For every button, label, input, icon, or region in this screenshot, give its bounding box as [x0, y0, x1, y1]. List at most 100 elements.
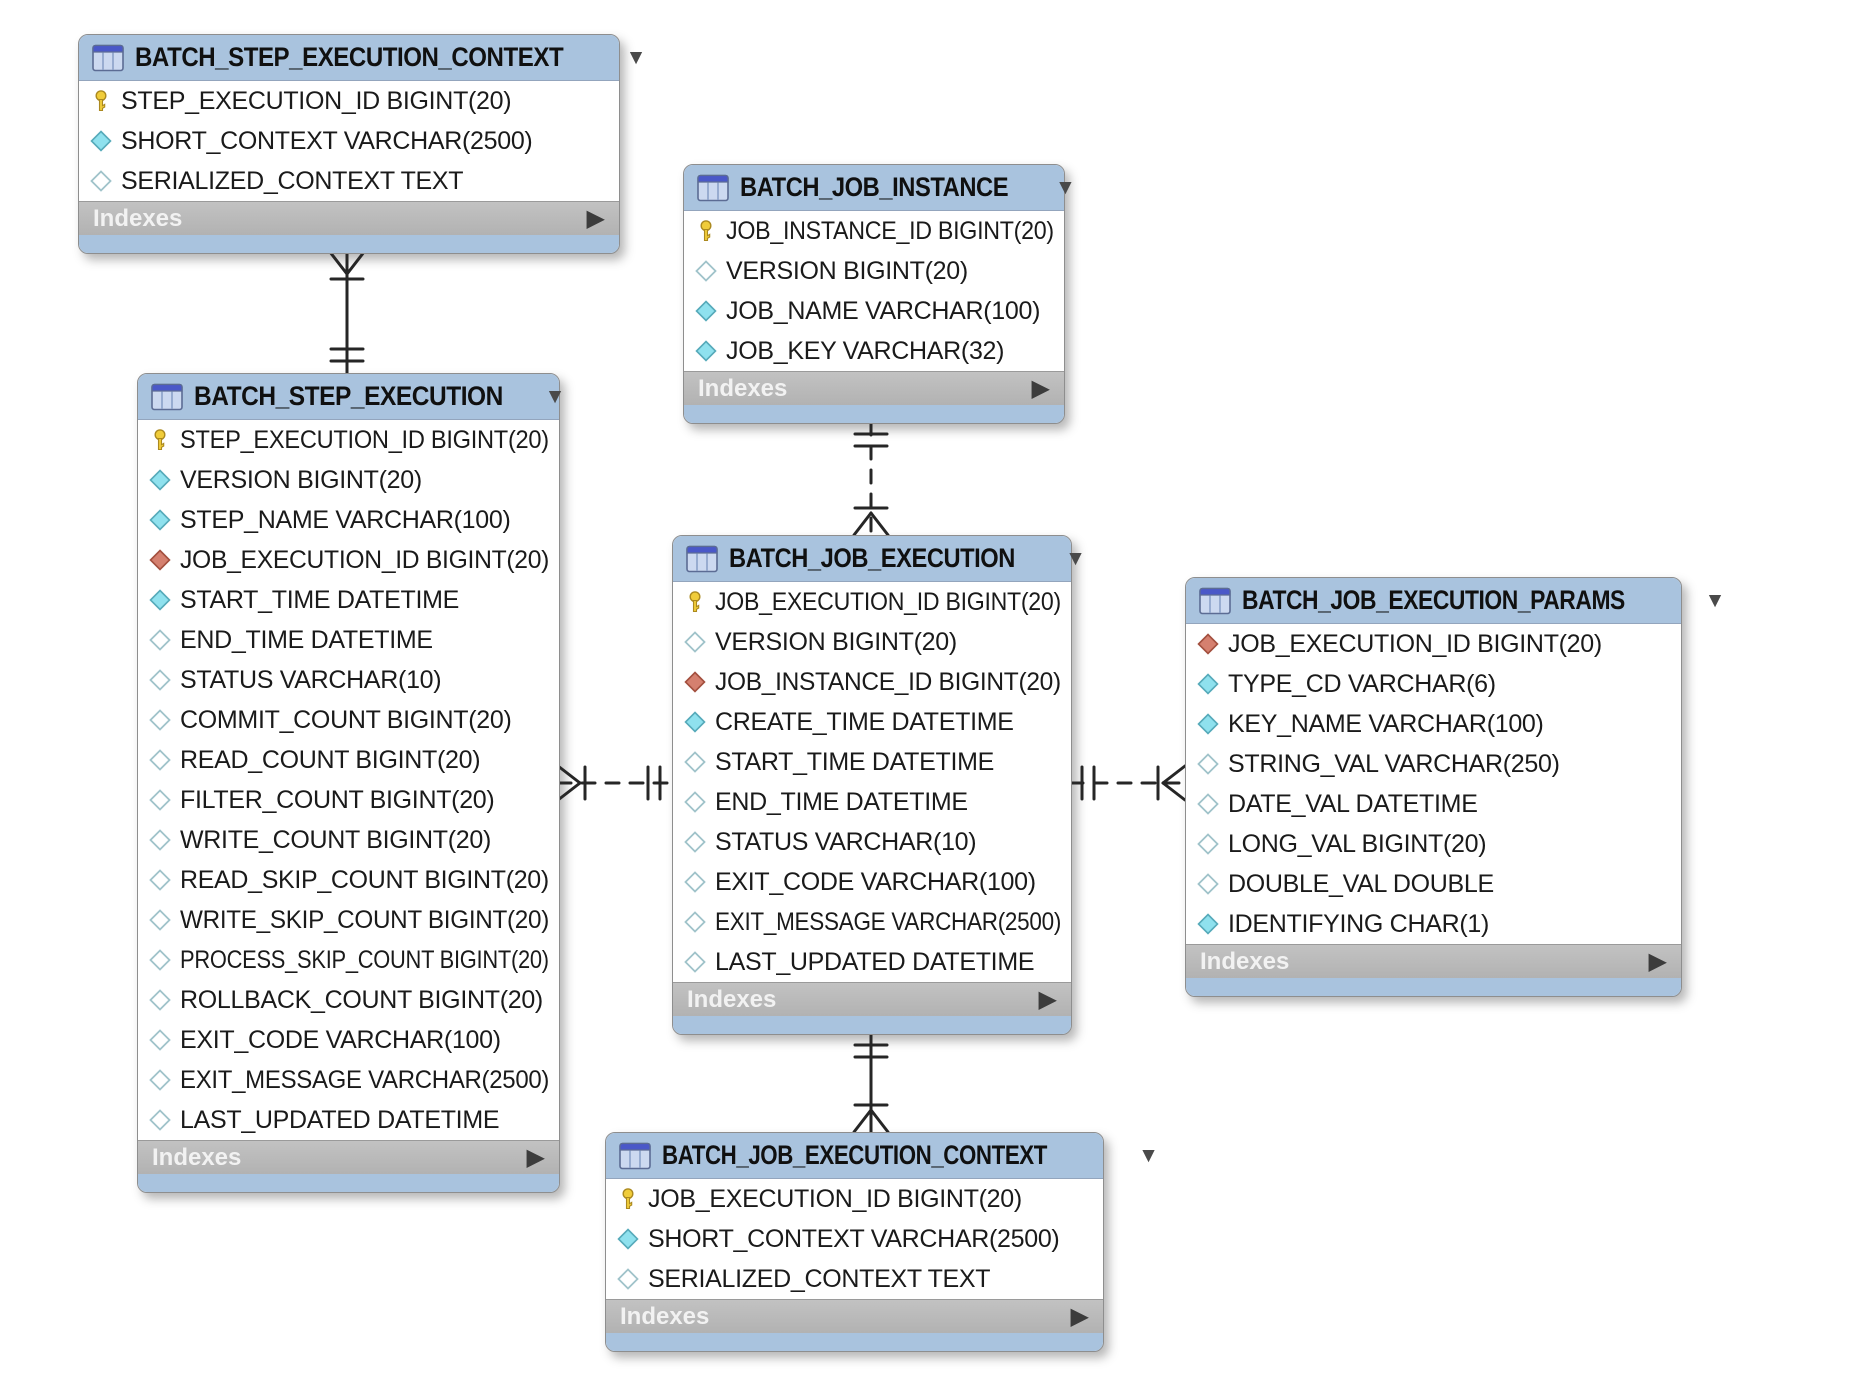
indexes-footer[interactable]: Indexes▶	[79, 201, 619, 235]
column-row[interactable]: EXIT_MESSAGE VARCHAR(2500)	[673, 902, 1071, 942]
column-row[interactable]: LAST_UPDATED DATETIME	[138, 1100, 559, 1140]
relationship-step-execution-context--step-execution[interactable]	[328, 250, 366, 375]
column-row[interactable]: JOB_INSTANCE_ID BIGINT(20)	[684, 211, 1064, 251]
column-row[interactable]: VERSION BIGINT(20)	[673, 622, 1071, 662]
column-row[interactable]: SERIALIZED_CONTEXT TEXT	[606, 1259, 1103, 1299]
column-row[interactable]: CREATE_TIME DATETIME	[673, 702, 1071, 742]
collapse-arrow-icon[interactable]: ▼	[1704, 589, 1726, 612]
column-row[interactable]: JOB_KEY VARCHAR(32)	[684, 331, 1064, 371]
column-row[interactable]: READ_SKIP_COUNT BIGINT(20)	[138, 860, 559, 900]
table-batch-step-execution-context[interactable]: BATCH_STEP_EXECUTION_CONTEXT ▼ STEP_EXECUT…	[78, 34, 646, 254]
relationship-job-execution--job-execution-context[interactable]	[852, 1031, 890, 1134]
expand-arrow-icon[interactable]: ▶	[1031, 374, 1050, 402]
column-row[interactable]: PROCESS_SKIP_COUNT BIGINT(20)	[138, 940, 559, 980]
table-bottom-strip	[138, 1174, 559, 1192]
table-batch-job-execution-context[interactable]: BATCH_JOB_EXECUTION_CONTEXT▼JOB_EXECUTIO…	[605, 1132, 1159, 1352]
column-row[interactable]: END_TIME DATETIME	[673, 782, 1071, 822]
column-row[interactable]: STEP_EXECUTION_ID BIGINT(20)	[79, 81, 619, 121]
nullable-diamond-icon	[148, 1068, 172, 1092]
column-label: READ_SKIP_COUNT BIGINT(20)	[180, 865, 549, 894]
column-row[interactable]: START_TIME DATETIME	[673, 742, 1071, 782]
table-header[interactable]: BATCH_JOB_EXECUTION_CONTEXT▼	[606, 1133, 1159, 1179]
column-row[interactable]: JOB_EXECUTION_ID BIGINT(20)	[138, 540, 559, 580]
column-row[interactable]: SHORT_CONTEXT VARCHAR(2500)	[606, 1219, 1103, 1259]
column-row[interactable]: IDENTIFYING CHAR(1)	[1186, 904, 1681, 944]
table-header[interactable]: BATCH_STEP_EXECUTION_CONTEXT ▼	[79, 35, 646, 81]
column-label: JOB_EXECUTION_ID BIGINT(20)	[180, 545, 550, 574]
column-row[interactable]: VERSION BIGINT(20)	[684, 251, 1064, 291]
table-batch-step-execution[interactable]: BATCH_STEP_EXECUTION▼STEP_EXECUTION_ID B…	[137, 373, 565, 1193]
column-row[interactable]: START_TIME DATETIME	[138, 580, 559, 620]
table-header[interactable]: BATCH_JOB_EXECUTION_PARAMS▼	[1186, 578, 1725, 624]
table-bottom-strip	[606, 1333, 1103, 1351]
not-null-diamond-icon	[1196, 712, 1220, 736]
column-row[interactable]: STRING_VAL VARCHAR(250)	[1186, 744, 1681, 784]
table-bottom-strip	[79, 235, 619, 253]
nullable-diamond-icon	[683, 750, 707, 774]
table-batch-job-execution[interactable]: BATCH_JOB_EXECUTION▼JOB_EXECUTION_ID BIG…	[672, 535, 1086, 1035]
column-row[interactable]: KEY_NAME VARCHAR(100)	[1186, 704, 1681, 744]
indexes-footer[interactable]: Indexes▶	[684, 371, 1064, 405]
columns-list: STEP_EXECUTION_ID BIGINT(20)SHORT_CONTEX…	[79, 81, 619, 201]
column-label: DOUBLE_VAL DOUBLE	[1228, 869, 1494, 898]
indexes-footer[interactable]: Indexes▶	[138, 1140, 559, 1174]
column-row[interactable]: DOUBLE_VAL DOUBLE	[1186, 864, 1681, 904]
collapse-arrow-icon[interactable]: ▼	[1065, 547, 1086, 570]
column-row[interactable]: STEP_NAME VARCHAR(100)	[138, 500, 559, 540]
indexes-footer[interactable]: Indexes▶	[606, 1299, 1103, 1333]
column-row[interactable]: JOB_EXECUTION_ID BIGINT(20)	[1186, 624, 1681, 664]
table-batch-job-execution-params[interactable]: BATCH_JOB_EXECUTION_PARAMS▼JOB_EXECUTION…	[1185, 577, 1725, 997]
column-row[interactable]: JOB_INSTANCE_ID BIGINT(20)	[673, 662, 1071, 702]
collapse-arrow-icon[interactable]: ▼	[625, 46, 647, 69]
column-row[interactable]: READ_COUNT BIGINT(20)	[138, 740, 559, 780]
column-row[interactable]: EXIT_CODE VARCHAR(100)	[673, 862, 1071, 902]
relationship-job-execution--job-execution-params[interactable]	[1068, 764, 1187, 802]
expand-arrow-icon[interactable]: ▶	[1070, 1302, 1089, 1330]
relationship-step-execution--job-execution[interactable]	[556, 764, 674, 802]
column-label: PROCESS_SKIP_COUNT BIGINT(20)	[180, 945, 549, 974]
expand-arrow-icon[interactable]: ▶	[586, 204, 605, 232]
column-row[interactable]: LAST_UPDATED DATETIME	[673, 942, 1071, 982]
column-row[interactable]: END_TIME DATETIME	[138, 620, 559, 660]
column-row[interactable]: WRITE_COUNT BIGINT(20)	[138, 820, 559, 860]
column-row[interactable]: SHORT_CONTEXT VARCHAR(2500)	[79, 121, 619, 161]
table-title: BATCH_STEP_EXECUTION_CONTEXT	[135, 42, 564, 72]
expand-arrow-icon[interactable]: ▶	[1648, 947, 1667, 975]
nullable-diamond-icon	[1196, 872, 1220, 896]
column-row[interactable]: VERSION BIGINT(20)	[138, 460, 559, 500]
column-row[interactable]: JOB_EXECUTION_ID BIGINT(20)	[673, 582, 1071, 622]
column-row[interactable]: TYPE_CD VARCHAR(6)	[1186, 664, 1681, 704]
indexes-label: Indexes	[1200, 947, 1290, 975]
column-row[interactable]: EXIT_MESSAGE VARCHAR(2500)	[138, 1060, 559, 1100]
table-batch-job-instance[interactable]: BATCH_JOB_INSTANCE▼JOB_INSTANCE_ID BIGIN…	[683, 164, 1076, 424]
column-row[interactable]: ROLLBACK_COUNT BIGINT(20)	[138, 980, 559, 1020]
column-label: VERSION BIGINT(20)	[180, 465, 422, 494]
column-row[interactable]: FILTER_COUNT BIGINT(20)	[138, 780, 559, 820]
collapse-arrow-icon[interactable]: ▼	[1055, 176, 1076, 199]
not-null-diamond-icon	[1196, 672, 1220, 696]
table-header[interactable]: BATCH_JOB_EXECUTION▼	[673, 536, 1086, 582]
key-icon	[148, 428, 172, 452]
column-row[interactable]: COMMIT_COUNT BIGINT(20)	[138, 700, 559, 740]
indexes-footer[interactable]: Indexes ▶	[1186, 944, 1681, 978]
column-row[interactable]: WRITE_SKIP_COUNT BIGINT(20)	[138, 900, 559, 940]
column-row[interactable]: JOB_NAME VARCHAR(100)	[684, 291, 1064, 331]
table-icon	[685, 544, 719, 574]
collapse-arrow-icon[interactable]: ▼	[1138, 1144, 1159, 1167]
column-row[interactable]: SERIALIZED_CONTEXT TEXT	[79, 161, 619, 201]
column-row[interactable]: LONG_VAL BIGINT(20)	[1186, 824, 1681, 864]
expand-arrow-icon[interactable]: ▶	[526, 1143, 545, 1171]
column-label: START_TIME DATETIME	[180, 585, 460, 614]
indexes-footer[interactable]: Indexes▶	[673, 982, 1071, 1016]
relationship-job-instance--job-execution[interactable]	[852, 420, 890, 537]
expand-arrow-icon[interactable]: ▶	[1038, 985, 1057, 1013]
collapse-arrow-icon[interactable]: ▼	[544, 385, 566, 408]
table-header[interactable]: BATCH_STEP_EXECUTION▼	[138, 374, 565, 420]
table-header[interactable]: BATCH_JOB_INSTANCE▼	[684, 165, 1076, 211]
column-row[interactable]: STEP_EXECUTION_ID BIGINT(20)	[138, 420, 559, 460]
column-row[interactable]: JOB_EXECUTION_ID BIGINT(20)	[606, 1179, 1103, 1219]
column-row[interactable]: EXIT_CODE VARCHAR(100)	[138, 1020, 559, 1060]
column-row[interactable]: STATUS VARCHAR(10)	[673, 822, 1071, 862]
column-row[interactable]: DATE_VAL DATETIME	[1186, 784, 1681, 824]
column-row[interactable]: STATUS VARCHAR(10)	[138, 660, 559, 700]
